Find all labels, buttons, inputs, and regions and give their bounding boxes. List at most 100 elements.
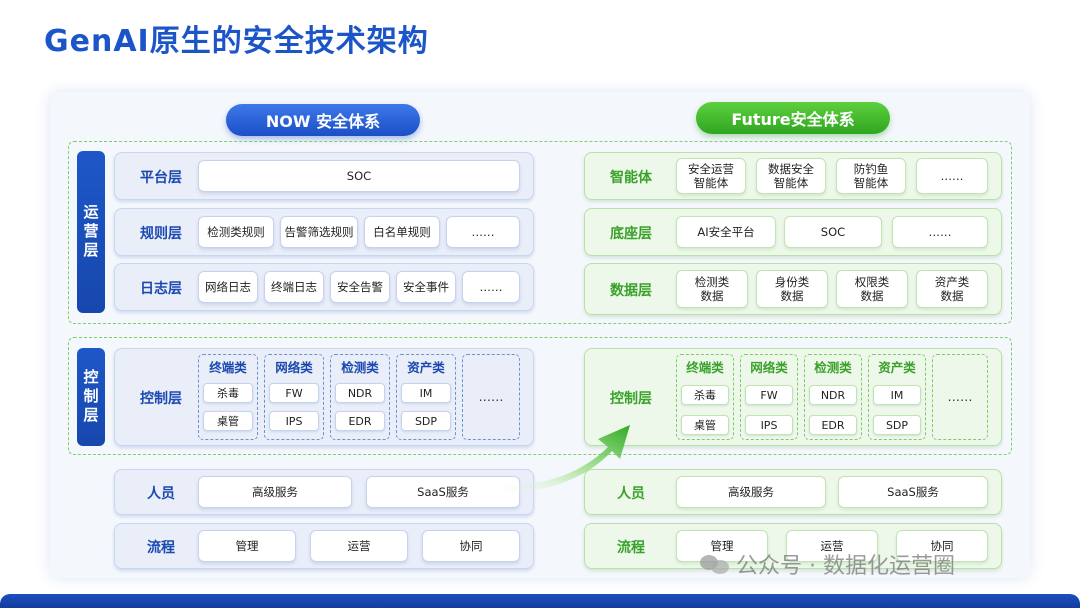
- future-process-row: 流程 管理 运营 协同: [584, 523, 1002, 569]
- wechat-icon: [700, 553, 730, 575]
- category-more: ……: [932, 354, 988, 440]
- process-cell: 协同: [896, 530, 988, 562]
- category-title: 网络类: [750, 360, 788, 375]
- future-agent-row: 智能体 安全运营 智能体 数据安全 智能体 防钓鱼 智能体 ……: [584, 152, 1002, 200]
- control-item: IPS: [269, 411, 319, 431]
- agent-cell: ……: [916, 158, 988, 194]
- category-title: 检测类: [814, 360, 852, 375]
- row-title: 数据层: [610, 283, 652, 299]
- future-data-row: 数据层 检测类 数据 身份类 数据 权限类 数据 资产类 数据: [584, 263, 1002, 315]
- control-item: 桌管: [203, 411, 253, 431]
- ops-layer-group: [68, 141, 1012, 324]
- category-title: 终端类: [686, 360, 724, 375]
- category-title: 终端类: [209, 360, 247, 375]
- footer-bar: [0, 594, 1080, 608]
- control-item: NDR: [335, 383, 385, 403]
- data-cell: 资产类 数据: [916, 270, 988, 308]
- data-cell: 检测类 数据: [676, 270, 748, 308]
- control-item: 桌管: [681, 415, 729, 435]
- future-system-label: Future安全体系: [696, 102, 890, 134]
- row-title: 智能体: [610, 170, 652, 186]
- row-title: 底座层: [610, 226, 652, 242]
- now-control-row: 控制层 终端类 杀毒 桌管 网络类 FW IPS 检测类 NDR EDR 资产类…: [114, 348, 534, 446]
- category-asset: 资产类 IM SDP: [868, 354, 926, 440]
- category-title: 资产类: [878, 360, 916, 375]
- rule-cell: 白名单规则: [364, 216, 440, 248]
- control-item: IPS: [745, 415, 793, 435]
- future-control-row: 控制层 终端类 杀毒 桌管 网络类 FW IPS 检测类 NDR EDR 资产类…: [584, 348, 1002, 446]
- control-layer-group: [68, 337, 1012, 455]
- log-cell: 安全事件: [396, 271, 456, 303]
- now-rules-row: 规则层 检测类规则 告警筛选规则 白名单规则 ……: [114, 208, 534, 256]
- row-title: 人员: [147, 486, 175, 502]
- category-detection: 检测类 NDR EDR: [330, 354, 390, 440]
- control-item: 杀毒: [203, 383, 253, 403]
- process-cell: 管理: [198, 530, 296, 562]
- row-title: 流程: [617, 540, 645, 556]
- process-cell: 运营: [786, 530, 878, 562]
- control-item: EDR: [335, 411, 385, 431]
- row-title: 控制层: [140, 391, 182, 407]
- now-people-row: 人员 高级服务 SaaS服务: [114, 469, 534, 515]
- control-item: FW: [269, 383, 319, 403]
- process-cell: 管理: [676, 530, 768, 562]
- process-cell: 运营: [310, 530, 408, 562]
- base-cell: ……: [892, 216, 988, 248]
- control-item: 杀毒: [681, 385, 729, 405]
- base-cell: AI安全平台: [676, 216, 776, 248]
- control-item: IM: [401, 383, 451, 403]
- category-title: 资产类: [407, 360, 445, 375]
- log-cell: 网络日志: [198, 271, 258, 303]
- row-title: 流程: [147, 540, 175, 556]
- transition-arrow-icon: [490, 425, 630, 494]
- category-title: 检测类: [341, 360, 379, 375]
- control-item: NDR: [809, 385, 857, 405]
- category-network: 网络类 FW IPS: [740, 354, 798, 440]
- now-logs-row: 日志层 网络日志 终端日志 安全告警 安全事件 ……: [114, 263, 534, 311]
- service-cell: 高级服务: [198, 476, 352, 508]
- category-title: 网络类: [275, 360, 313, 375]
- control-item: FW: [745, 385, 793, 405]
- now-system-label: NOW 安全体系: [226, 104, 420, 136]
- now-platform-row: 平台层 SOC: [114, 152, 534, 200]
- watermark: 公众号 · 数据化运营圈: [700, 548, 955, 580]
- category-network: 网络类 FW IPS: [264, 354, 324, 440]
- control-item: IM: [873, 385, 921, 405]
- agent-cell: 安全运营 智能体: [676, 158, 746, 194]
- category-more: ……: [462, 354, 520, 440]
- data-cell: 权限类 数据: [836, 270, 908, 308]
- row-title: 日志层: [140, 281, 182, 297]
- more-ellipsis: ……: [478, 389, 504, 404]
- service-cell: SaaS服务: [838, 476, 988, 508]
- category-endpoint: 终端类 杀毒 桌管: [198, 354, 258, 440]
- row-title: 平台层: [140, 170, 182, 186]
- rule-cell: 告警筛选规则: [280, 216, 358, 248]
- category-detection: 检测类 NDR EDR: [804, 354, 862, 440]
- service-cell: 高级服务: [676, 476, 826, 508]
- ops-layer-label: 运营层: [77, 151, 105, 313]
- control-item: SDP: [401, 411, 451, 431]
- agent-cell: 防钓鱼 智能体: [836, 158, 906, 194]
- rule-cell: 检测类规则: [198, 216, 274, 248]
- row-title: 人员: [617, 486, 645, 502]
- control-item: EDR: [809, 415, 857, 435]
- now-process-row: 流程 管理 运营 协同: [114, 523, 534, 569]
- soc-cell: SOC: [198, 160, 520, 192]
- page-title: GenAI原生的安全技术架构: [44, 24, 429, 59]
- control-layer-label: 控制层: [77, 348, 105, 446]
- row-title: 规则层: [140, 226, 182, 242]
- data-cell: 身份类 数据: [756, 270, 828, 308]
- category-endpoint: 终端类 杀毒 桌管: [676, 354, 734, 440]
- log-cell: 安全告警: [330, 271, 390, 303]
- category-asset: 资产类 IM SDP: [396, 354, 456, 440]
- base-cell: SOC: [784, 216, 882, 248]
- agent-cell: 数据安全 智能体: [756, 158, 826, 194]
- more-ellipsis: ……: [947, 389, 973, 404]
- process-cell: 协同: [422, 530, 520, 562]
- watermark-text: 公众号 · 数据化运营圈: [736, 554, 955, 579]
- log-cell: ……: [462, 271, 520, 303]
- future-base-row: 底座层 AI安全平台 SOC ……: [584, 208, 1002, 256]
- log-cell: 终端日志: [264, 271, 324, 303]
- future-people-row: 人员 高级服务 SaaS服务: [584, 469, 1002, 515]
- rule-cell: ……: [446, 216, 520, 248]
